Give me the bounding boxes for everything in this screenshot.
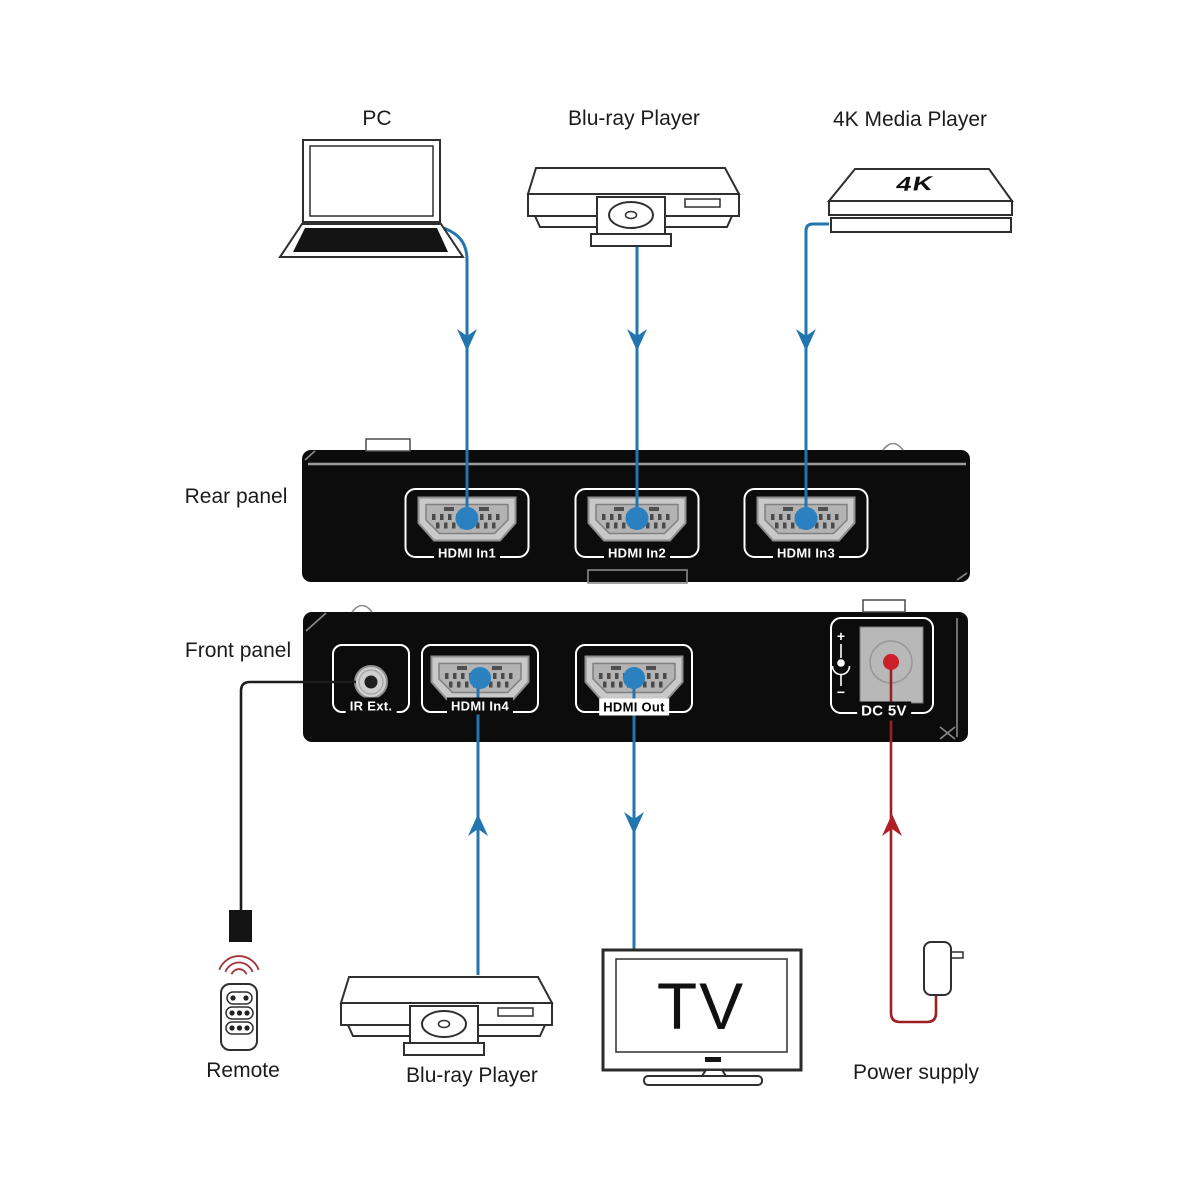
front-panel-details <box>305 599 958 740</box>
hdmi-in1-label: HDMI In1 <box>433 544 501 562</box>
hdmi-in2-label: HDMI In2 <box>603 544 671 562</box>
arrow-up-icon <box>468 814 488 836</box>
tv-stand-base <box>643 1075 763 1086</box>
arrow-down-icon <box>796 329 816 351</box>
plug-dot-hdmi-in2 <box>625 507 649 530</box>
pc-laptop-illustration <box>278 139 465 258</box>
cable-hdmi-out-to-tv <box>624 678 644 951</box>
front-mount-tab <box>862 599 906 613</box>
plug-dot-hdmi-in3 <box>794 507 818 530</box>
arrow-down-icon <box>627 329 647 351</box>
dc-minus-label: − <box>836 684 846 700</box>
ir-wave-icon <box>218 955 260 971</box>
tv-indicator <box>705 1057 721 1062</box>
dc-5v-label: DC 5V <box>857 701 911 721</box>
adapter-prong <box>950 951 964 959</box>
power-supply-label: Power supply <box>852 1061 980 1084</box>
hdmi-in4-label: HDMI In4 <box>446 697 514 715</box>
plug-dot-hdmi-out <box>623 667 645 689</box>
rear-bottom-notch <box>587 569 688 584</box>
cable-power-to-dc5v <box>882 662 938 1024</box>
front-screw-mark <box>939 726 956 740</box>
hdmi-in3-label: HDMI In3 <box>772 544 840 562</box>
tv-screen-label: TV <box>656 969 746 1043</box>
cable-pc-to-hdmi-in1 <box>440 225 477 518</box>
bluray-player-top-illustration <box>527 167 740 247</box>
4k-badge: 4K <box>894 173 937 196</box>
cable-4k-player-to-hdmi-in3 <box>796 222 829 518</box>
laptop-keyboard <box>293 228 448 252</box>
pc-label: PC <box>362 107 392 130</box>
bluray-bottom-label: Blu-ray Player <box>406 1064 538 1087</box>
plug-dot-dc5v <box>883 654 899 670</box>
arrow-down-icon <box>624 812 644 834</box>
adapter-body <box>923 941 952 996</box>
power-adapter-illustration <box>923 941 964 996</box>
arrow-down-icon <box>457 329 477 351</box>
hdmi-out-label: HDMI Out <box>599 698 669 716</box>
bluray-top-label: Blu-ray Player <box>568 107 700 130</box>
rear-mount-tab <box>365 438 411 452</box>
ir-wave-icon <box>230 968 248 975</box>
ir-wave-icon <box>224 961 254 973</box>
front-panel-label: Front panel <box>184 639 292 662</box>
plug-dot-hdmi-in1 <box>455 507 479 530</box>
tv-illustration <box>601 948 803 1086</box>
bluray-player-bottom-illustration <box>340 976 553 1056</box>
dc-plus-label: + <box>836 628 846 644</box>
ir-ext-port <box>354 665 388 699</box>
remote-buttons <box>229 995 250 1031</box>
front-bump <box>351 604 373 613</box>
ir-ext-label: IR Ext. <box>345 697 397 715</box>
rear-panel-label: Rear panel <box>184 485 288 508</box>
cable-bluray-to-hdmi-in2 <box>627 247 647 518</box>
plug-dot-hdmi-in4 <box>469 667 491 689</box>
cable-bluray-to-hdmi-in4 <box>468 678 488 975</box>
cable-ir-ext-to-emitter <box>229 680 356 942</box>
dc-polarity-symbol <box>831 644 851 686</box>
remote-label: Remote <box>206 1059 280 1082</box>
4k-media-player-illustration <box>826 168 1014 233</box>
arrow-up-icon <box>882 814 902 836</box>
dc-5v-port <box>831 626 924 704</box>
ir-emitter-head <box>229 910 252 942</box>
remote-illustration <box>218 955 260 1051</box>
4k-media-player-label: 4K Media Player <box>832 108 988 131</box>
rear-bump <box>882 442 904 451</box>
